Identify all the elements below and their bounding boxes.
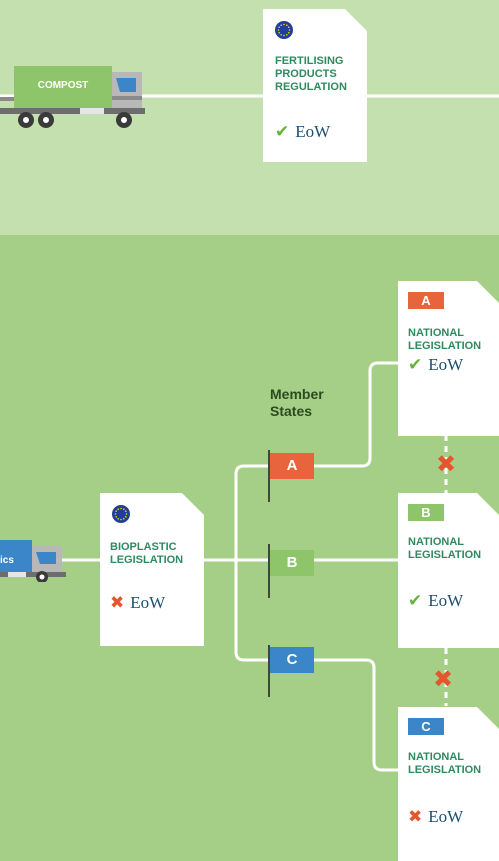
eow-status: ✔ EoW xyxy=(275,122,330,142)
national-legislation-doc-c: C NATIONAL LEGISLATION ✖ EoW xyxy=(398,707,499,861)
eu-flag-icon xyxy=(275,21,293,39)
member-states-label: Member States xyxy=(270,386,324,419)
mismatch-cross-icon: ✖ xyxy=(436,450,457,478)
check-icon: ✔ xyxy=(275,122,290,142)
flag-pole xyxy=(268,450,270,502)
doc-title: NATIONAL LEGISLATION xyxy=(408,751,482,776)
national-legislation-doc-b: B NATIONAL LEGISLATION ✔ EoW xyxy=(398,493,499,648)
eow-text: EoW xyxy=(295,122,331,141)
eow-status: ✔ EoW xyxy=(408,591,463,611)
mismatch-cross-icon: ✖ xyxy=(433,665,454,693)
bioplastics-truck xyxy=(0,540,66,582)
state-badge-b: B xyxy=(408,504,444,521)
truck-cargo-label: COMPOST xyxy=(37,80,89,91)
compost-truck xyxy=(0,66,145,128)
eow-text: EoW xyxy=(130,593,166,612)
member-state-flag-b: B xyxy=(270,550,314,576)
eow-text: EoW xyxy=(428,807,464,826)
bioplastic-legislation-doc: BIOPLASTIC LEGISLATION ✖ EoW xyxy=(100,493,204,646)
eow-text: EoW xyxy=(428,355,464,374)
eow-status: ✖ EoW xyxy=(408,807,463,827)
member-state-flag-c: C xyxy=(270,647,314,673)
eow-status: ✔ EoW xyxy=(408,355,463,375)
truck-cargo-label: ics xyxy=(0,555,14,566)
eu-flag-icon xyxy=(112,505,130,523)
cross-icon: ✖ xyxy=(408,807,423,827)
state-badge-a: A xyxy=(408,292,444,309)
cross-icon: ✖ xyxy=(110,593,125,613)
member-state-flag-a: A xyxy=(270,453,314,479)
check-icon: ✔ xyxy=(408,355,423,375)
eow-text: EoW xyxy=(428,591,464,610)
doc-title: BIOPLASTIC LEGISLATION xyxy=(110,541,184,566)
flag-pole xyxy=(268,544,270,598)
fertilising-regulation-doc: FERTILISING PRODUCTS REGULATION ✔ EoW xyxy=(263,9,367,162)
top-panel xyxy=(0,0,499,235)
flag-pole xyxy=(268,645,270,697)
check-icon: ✔ xyxy=(408,591,423,611)
eow-status: ✖ EoW xyxy=(110,593,165,613)
national-legislation-doc-a: A NATIONAL LEGISLATION ✔ EoW xyxy=(398,281,499,436)
doc-title: NATIONAL LEGISLATION xyxy=(408,536,482,561)
doc-title: FERTILISING PRODUCTS REGULATION xyxy=(275,55,347,93)
state-badge-c: C xyxy=(408,718,444,735)
doc-title: NATIONAL LEGISLATION xyxy=(408,327,482,352)
